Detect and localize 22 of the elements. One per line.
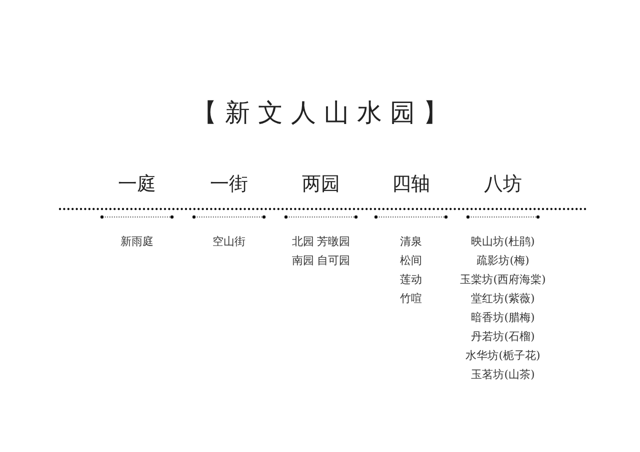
list-item: 松间 (400, 253, 422, 268)
list-item: 暗香坊(腊梅) (471, 310, 535, 325)
list-item: 堂红坊(紫薇) (471, 291, 535, 306)
title: 【 新 文 人 山 水 园 】 (192, 97, 448, 129)
column-heading: 四轴 (392, 172, 430, 197)
list-item: 玉棠坊(西府海棠) (460, 272, 546, 287)
column-heading: 一街 (210, 172, 248, 197)
list-item: 清泉 (400, 234, 422, 249)
list-item: 玉茗坊(山茶) (471, 367, 535, 382)
column-heading: 两园 (302, 172, 340, 197)
column-heading: 一庭 (118, 172, 156, 197)
list-item: 映山坊(杜鹃) (471, 234, 535, 249)
list-item: 莲动 (400, 272, 422, 287)
list-item: 竹喧 (400, 291, 422, 306)
list-item: 丹若坊(石榴) (471, 329, 535, 344)
list-item: 空山街 (212, 234, 246, 249)
list-item: 水华坊(栀子花) (466, 348, 540, 363)
list-item: 新雨庭 (120, 234, 154, 249)
list-item: 南园 自可园 (292, 253, 350, 268)
list-item: 疏影坊(梅) (476, 253, 530, 268)
column-heading: 八坊 (484, 172, 522, 197)
list-item: 北园 芳暾园 (292, 234, 350, 249)
